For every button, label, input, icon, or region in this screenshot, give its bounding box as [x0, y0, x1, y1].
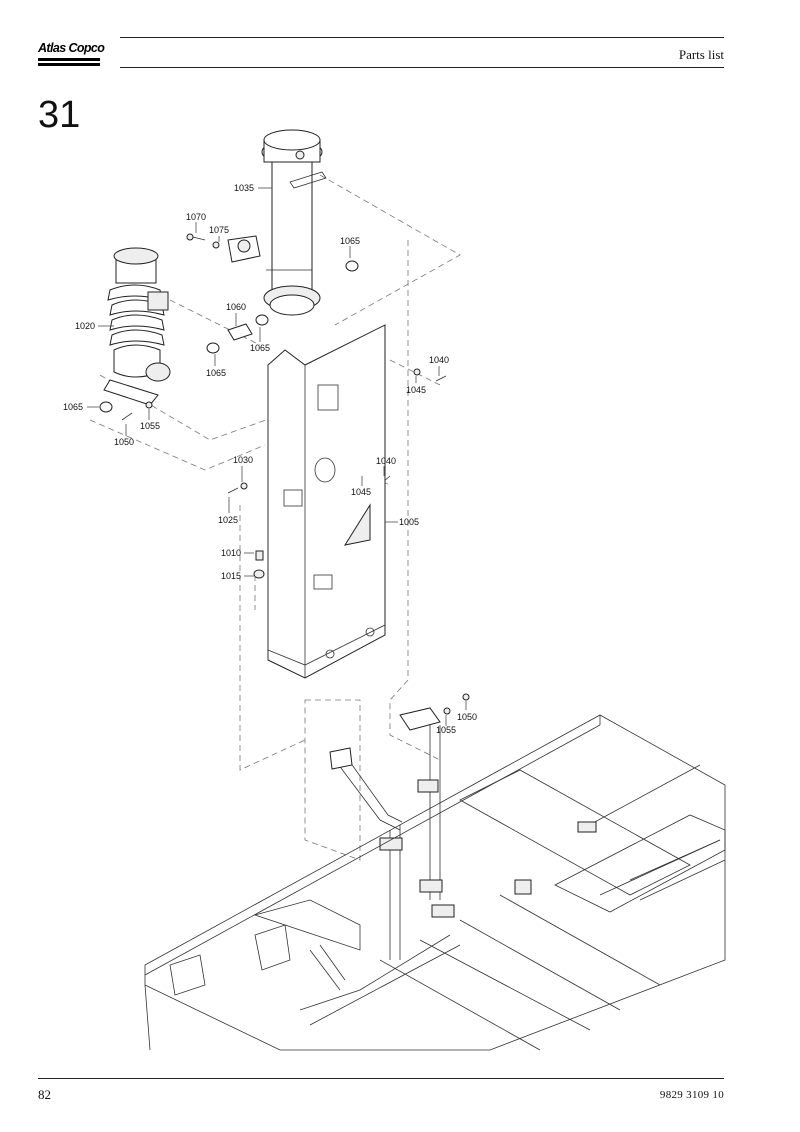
atlas-copco-logo: Atlas Copco — [38, 38, 105, 68]
callout-1015: 1015 — [221, 571, 241, 581]
header-rule — [120, 67, 724, 68]
callout-labels: 1035 1070 1075 1065 1020 1060 1065 1065 … — [63, 183, 477, 735]
footer-rule — [38, 1078, 724, 1079]
housing-1020 — [103, 247, 171, 406]
callout-1040: 1040 — [429, 355, 449, 365]
logo-bar — [38, 58, 100, 61]
callout-1065: 1065 — [63, 402, 83, 412]
callout-1035: 1035 — [234, 183, 254, 193]
callout-1065: 1065 — [206, 368, 226, 378]
callout-1025: 1025 — [218, 515, 238, 525]
callout-1050: 1050 — [114, 437, 134, 447]
document-number: 9829 3109 10 — [659, 1089, 724, 1101]
callout-1010: 1010 — [221, 548, 241, 558]
cooler-1035 — [261, 129, 327, 316]
callout-1005: 1005 — [399, 517, 419, 527]
callout-1045: 1045 — [351, 487, 371, 497]
callout-1070: 1070 — [186, 212, 206, 222]
callout-1050: 1050 — [457, 712, 477, 722]
callout-1075: 1075 — [209, 225, 229, 235]
callout-1065: 1065 — [340, 236, 360, 246]
page-number: 82 — [38, 1087, 51, 1102]
callout-1020: 1020 — [75, 321, 95, 331]
callout-1045: 1045 — [406, 385, 426, 395]
logo-wordmark: Atlas Copco — [38, 41, 105, 55]
callout-1060: 1060 — [226, 302, 246, 312]
page-title: Parts list — [678, 47, 724, 62]
small-parts — [99, 233, 447, 579]
section-number: 31 — [38, 94, 81, 136]
base-frame — [144, 714, 726, 1051]
pipes-lower — [329, 693, 470, 960]
callout-1040: 1040 — [376, 456, 396, 466]
callout-1055: 1055 — [140, 421, 160, 431]
frame-panel-1005 — [267, 324, 386, 679]
header-rule — [120, 37, 724, 38]
leader-lines — [87, 187, 467, 726]
callout-1030: 1030 — [233, 455, 253, 465]
callout-1065: 1065 — [250, 343, 270, 353]
callout-1055: 1055 — [436, 725, 456, 735]
logo-bar — [38, 63, 100, 66]
